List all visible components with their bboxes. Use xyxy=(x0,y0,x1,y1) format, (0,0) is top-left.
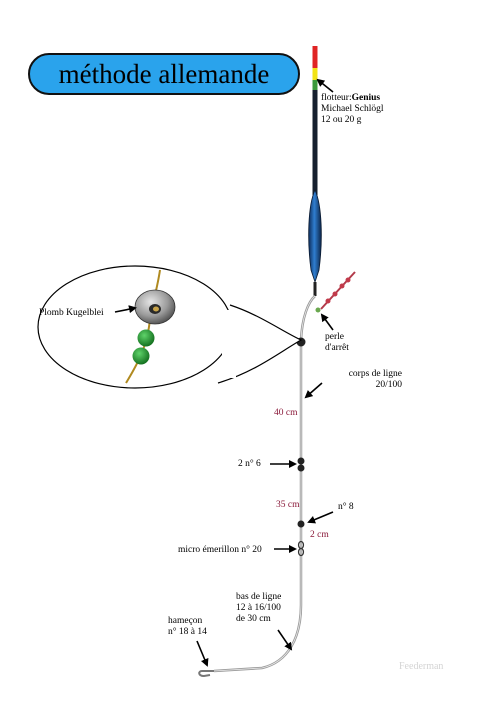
hook-label: hameçon n° 18 à 14 xyxy=(168,616,207,638)
main-line-line1: corps de ligne xyxy=(348,369,402,379)
inset-callout xyxy=(37,265,303,389)
stop-bead-line2: d'arrêt xyxy=(325,343,349,353)
shot-n8-icon xyxy=(297,520,305,528)
arrow-stop-bead xyxy=(320,313,334,331)
float-name: Genius xyxy=(351,93,381,103)
hook-line2: n° 18 à 14 xyxy=(168,627,207,637)
inset-label: Plomb Kugelblei xyxy=(39,308,104,318)
arrow-hook xyxy=(196,640,209,667)
main-line-line2: 20/100 xyxy=(375,380,402,390)
shot-2n6-label: 2 n° 6 xyxy=(238,459,261,469)
float-maker: Michael Schlögl xyxy=(321,104,384,114)
measure-35cm: 35 cm xyxy=(276,500,300,510)
swivel-label: micro émerillon n° 20 xyxy=(178,545,262,555)
float-weight: 12 ou 20 g xyxy=(321,115,362,125)
measure-40cm: 40 cm xyxy=(274,408,298,418)
diagram-title: méthode allemande xyxy=(28,53,300,95)
hook-line1: hameçon xyxy=(168,616,203,626)
float-stem-line xyxy=(320,271,356,310)
micro-swivel-icon xyxy=(297,540,305,557)
float-icon xyxy=(308,46,322,296)
shot-2n6-icon-2 xyxy=(297,464,305,472)
hooklength-label: bas de ligne 12 à 16/100 de 30 cm xyxy=(236,592,281,625)
arrow-n8 xyxy=(307,511,334,524)
float-label-line1: flotteur:Genius xyxy=(321,93,384,104)
float-prefix: flotteur: xyxy=(321,93,352,103)
green-bead-icon-1 xyxy=(137,329,155,347)
watermark: Feederman xyxy=(399,661,444,672)
measure-2cm: 2 cm xyxy=(310,530,329,540)
float-label: flotteur:Genius Michael Schlögl 12 ou 20… xyxy=(321,93,384,126)
shot-2n6-icon-1 xyxy=(297,457,305,465)
main-line-label: corps de ligne 20/100 xyxy=(320,369,402,391)
hooklength-line3: de 30 cm xyxy=(236,614,271,624)
hook-icon xyxy=(198,670,214,678)
hooklength-line1: bas de ligne xyxy=(236,592,282,602)
hooklength-line2: 12 à 16/100 xyxy=(236,603,281,613)
arrow-inset xyxy=(114,305,137,314)
green-bead-icon-2 xyxy=(132,347,150,365)
stop-bead-label: perle d'arrêt xyxy=(325,332,349,354)
arrow-float xyxy=(316,78,334,93)
arrow-main-line xyxy=(304,382,323,399)
shot-n8-label: n° 8 xyxy=(338,502,354,512)
main-line-highlight xyxy=(213,295,316,672)
stop-bead-line1: perle xyxy=(325,332,344,342)
stop-bead-icon xyxy=(315,307,321,313)
arrow-hooklength xyxy=(277,629,293,651)
kugelblei-lead-icon xyxy=(134,289,176,325)
